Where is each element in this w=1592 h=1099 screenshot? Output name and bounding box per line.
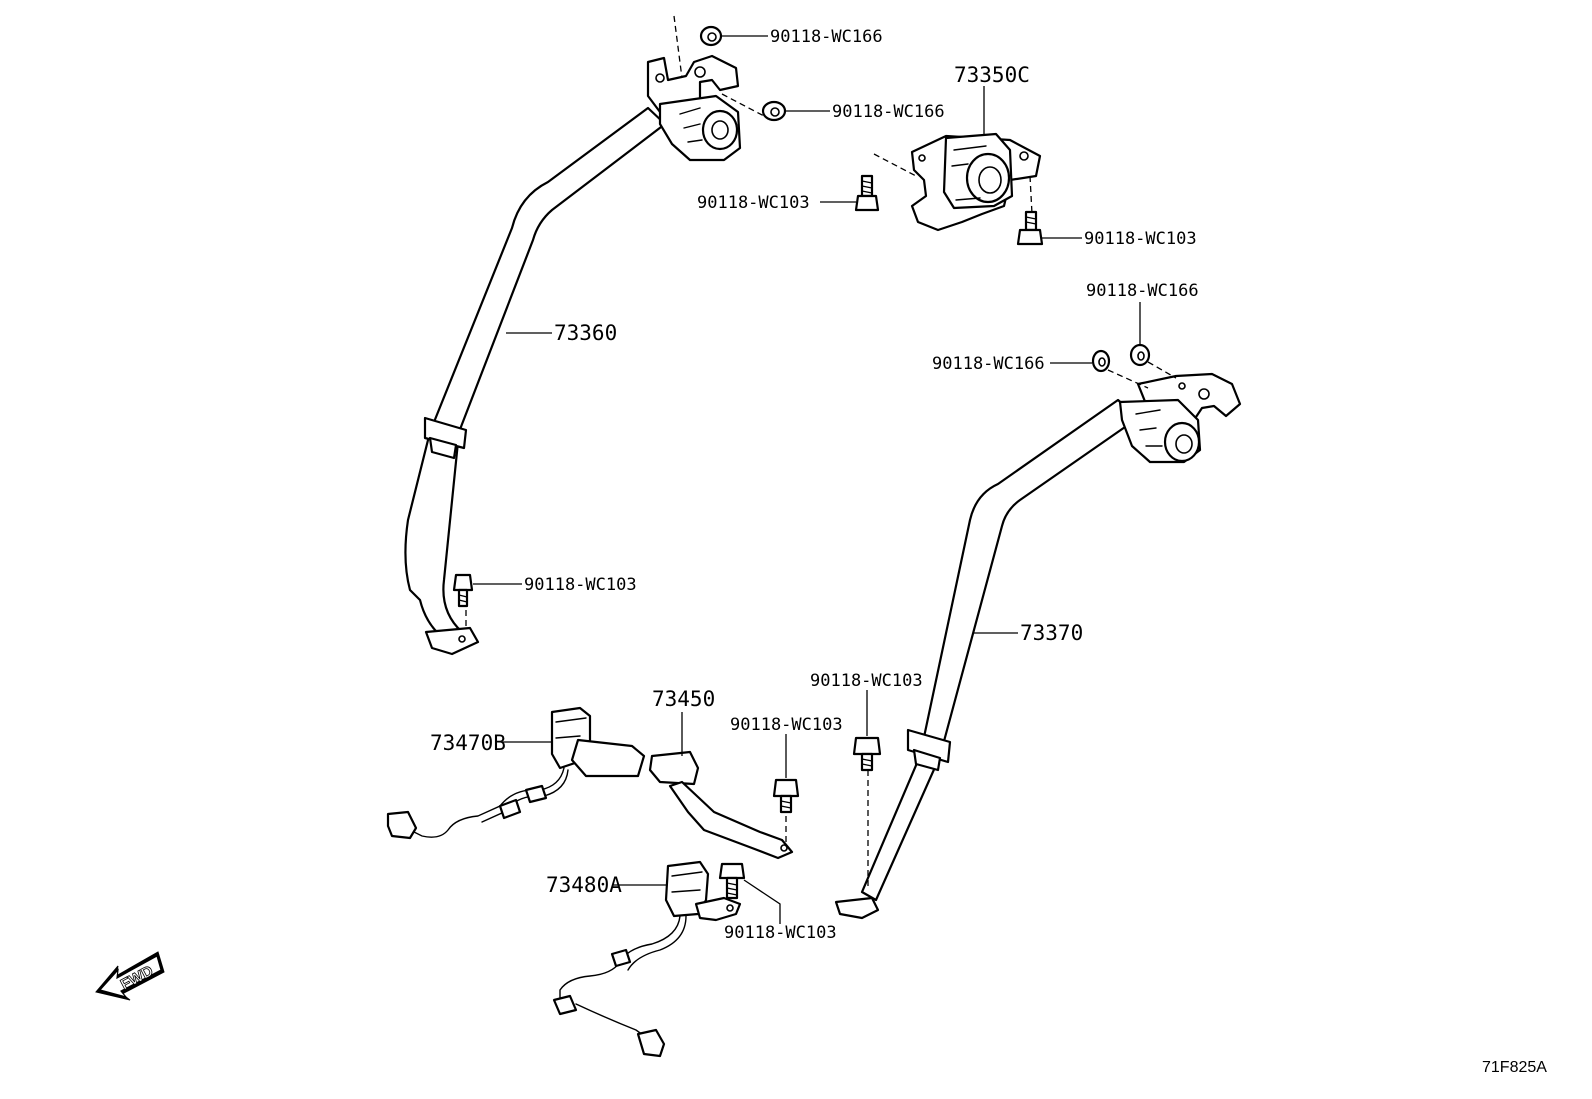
label-buckle-right[interactable]: 73480A — [546, 873, 622, 897]
bolt-icon — [772, 778, 800, 814]
buckle-73470b[interactable] — [386, 706, 646, 840]
label-retractor[interactable]: 73350C — [954, 63, 1030, 87]
label-belt-left[interactable]: 73360 — [554, 321, 617, 345]
label-bolt-1[interactable]: 90118-WC103 — [524, 575, 637, 595]
buckle-73480a[interactable] — [552, 860, 742, 1058]
bolt-icon — [718, 862, 746, 900]
label-nut-4[interactable]: 90118-WC166 — [1086, 281, 1199, 301]
label-bolt-6[interactable]: 90118-WC103 — [724, 923, 837, 943]
bolt-icon — [452, 573, 474, 608]
label-nut-3[interactable]: 90118-WC166 — [932, 354, 1045, 374]
buckle-belt-73450[interactable] — [648, 750, 794, 860]
retractor-73350c[interactable] — [910, 132, 1042, 232]
bolt-icon — [852, 736, 882, 772]
nut-icon — [1129, 343, 1151, 367]
label-buckle-belt[interactable]: 73450 — [652, 687, 715, 711]
fwd-arrow-icon — [95, 951, 165, 1001]
seat-belt-right-73370[interactable] — [834, 372, 1242, 920]
figure-id: 71F825A — [1482, 1059, 1547, 1076]
label-bolt-4[interactable]: 90118-WC103 — [810, 671, 923, 691]
nut-icon — [761, 100, 787, 122]
bolt-icon — [854, 174, 880, 212]
label-bolt-5[interactable]: 90118-WC103 — [730, 715, 843, 735]
label-bolt-3[interactable]: 90118-WC103 — [1084, 229, 1197, 249]
label-belt-right[interactable]: 73370 — [1020, 621, 1083, 645]
label-nut-2[interactable]: 90118-WC166 — [832, 102, 945, 122]
seat-belt-left-73360[interactable] — [404, 54, 742, 656]
nut-icon — [699, 25, 723, 47]
nut-icon — [1091, 349, 1111, 373]
label-buckle-left[interactable]: 73470B — [430, 731, 506, 755]
bolt-icon — [1016, 210, 1044, 246]
label-nut-1[interactable]: 90118-WC166 — [770, 27, 883, 47]
label-bolt-2[interactable]: 90118-WC103 — [697, 193, 810, 213]
